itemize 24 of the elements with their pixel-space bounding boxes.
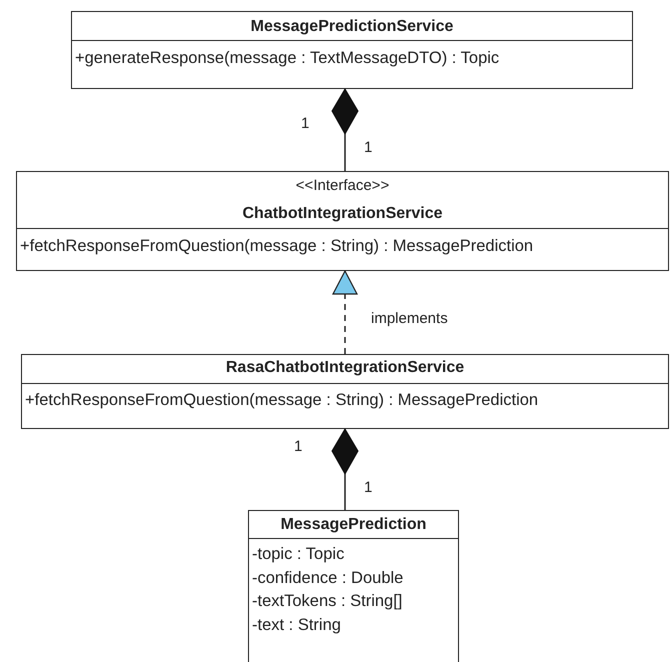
class-name: MessagePredictionService (250, 17, 454, 37)
multiplicity-label: 1 (364, 139, 372, 157)
edge-label: implements (369, 310, 450, 328)
class-box (248, 510, 459, 662)
class-member: -textTokens : String[] (252, 591, 402, 611)
class-box (71, 11, 633, 89)
class-box (21, 354, 669, 429)
class-member: +fetchResponseFromQuestion(message : String) : MessagePrediction (20, 236, 534, 256)
class-box (16, 171, 669, 271)
class-member: -confidence : Double (252, 568, 404, 588)
composition-connector (332, 428, 358, 510)
composition-connector (332, 88, 358, 171)
multiplicity-label: 1 (364, 479, 372, 497)
realization-arrow (332, 270, 358, 354)
multiplicity-label: 1 (294, 438, 302, 456)
class-member: -topic : Topic (252, 544, 344, 564)
class-member: +fetchResponseFromQuestion(message : String) : MessagePrediction (25, 390, 538, 410)
multiplicity-label: 1 (301, 115, 310, 133)
class-name: ChatbotIntegrationService (241, 204, 444, 224)
class-member: -text : String (252, 615, 341, 635)
class-name: MessagePrediction (280, 515, 428, 535)
class-name: RasaChatbotIntegrationService (224, 358, 466, 378)
stereotype-label: <<Interface>> (294, 176, 390, 196)
class-member: +generateResponse(message : TextMessageDTO) : Topic (75, 48, 500, 68)
